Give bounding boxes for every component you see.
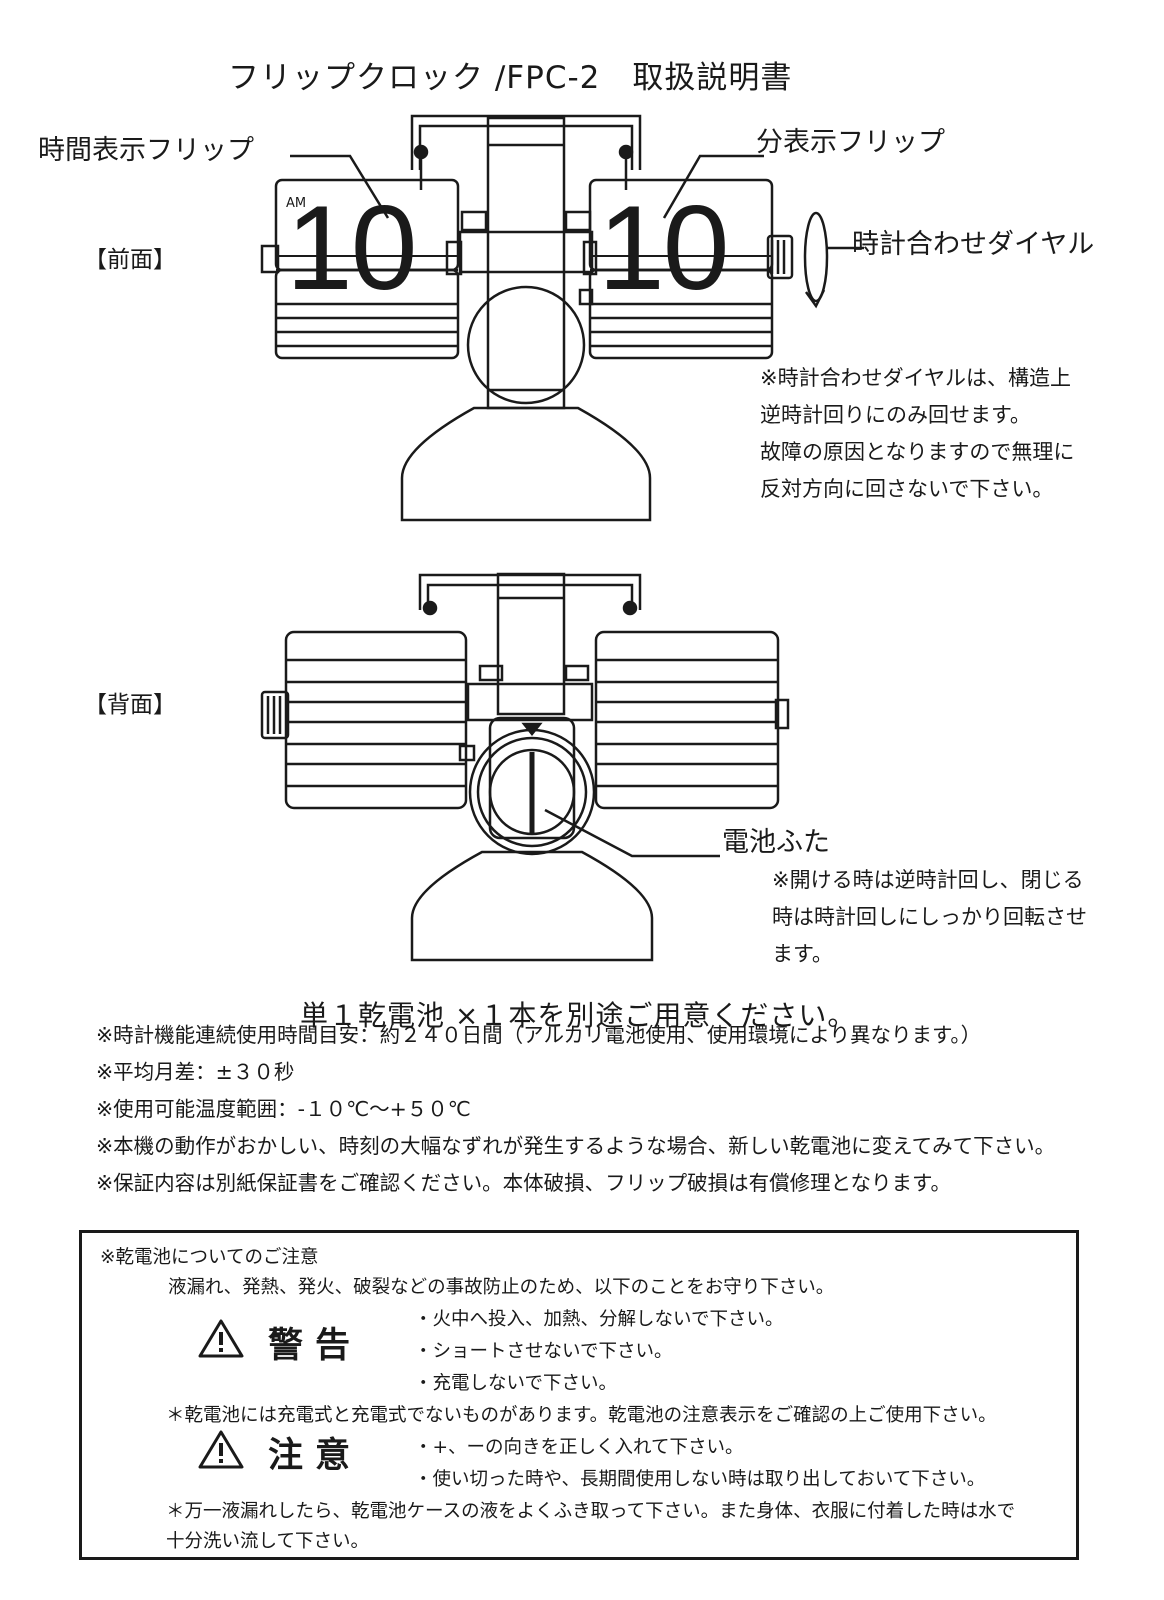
page-title: フリップクロック /FPC-2 取扱説明書 <box>228 60 793 96</box>
battery-requirement: 単１乾電池 ×１本を別途ご用意ください。 <box>300 999 857 1032</box>
hour-flip-digits: 10 <box>286 181 417 315</box>
spec-line: ※保証内容は別紙保証書をご確認ください。本体破損、フリップ破損は有償修理となりま… <box>96 1171 952 1195</box>
spec-line: ※平均月差：±３０秒 <box>96 1060 295 1084</box>
warning-item: ・火中へ投入、加熱、分解しないで下さい。 <box>414 1309 784 1330</box>
hour-flip-label: 時間表示フリップ <box>38 135 254 166</box>
am-indicator: AM <box>286 196 307 211</box>
warning-triangle-icon <box>198 1319 244 1358</box>
warning-item: ・充電しないで下さい。 <box>414 1373 617 1394</box>
spec-line: ※使用可能温度範囲：-１０℃～+５０℃ <box>96 1097 471 1121</box>
spec-line: ※時計機能連続使用時間目安：約２４０日間（アルカリ電池使用、使用環境により異なり… <box>96 1023 982 1047</box>
front-note-line: 反対方向に回さないで下さい。 <box>760 477 1054 501</box>
battery-cover-note: ※開ける時は逆時計回し、閉じる 時は時計回しにしっかり回転させ ます。 <box>772 862 1087 973</box>
caution-item: ・+、ーの向きを正しく入れて下さい。 <box>414 1437 744 1458</box>
front-note-line: ※時計合わせダイヤルは、構造上 <box>760 366 1071 390</box>
battery-caution-box: ※乾電池についてのご注意 液漏れ、発熱、発火、破裂などの事故防止のため、以下のこ… <box>79 1230 1079 1560</box>
dial-label: 時計合わせダイヤル <box>852 229 1095 260</box>
minute-flip-label: 分表示フリップ <box>756 127 945 158</box>
back-note-line: 時は時計回しにしっかり回転させ <box>772 905 1087 929</box>
caution-box-intro: 液漏れ、発熱、発火、破裂などの事故防止のため、以下のことをお守り下さい。 <box>168 1277 835 1298</box>
front-note-line: 逆時計回りにのみ回せます。 <box>760 403 1031 427</box>
caution-footer-line: 十分洗い流して下さい。 <box>166 1531 369 1552</box>
caution-label: 注意 <box>268 1436 363 1476</box>
back-note-line: ます。 <box>772 942 833 966</box>
back-note-line: ※開ける時は逆時計回し、閉じる <box>772 868 1084 892</box>
caution-triangle-icon <box>198 1430 244 1469</box>
front-section-label: 【前面】 <box>84 247 176 273</box>
warning-label: 警告 <box>268 1326 363 1366</box>
battery-cover-label: 電池ふた <box>722 827 830 858</box>
caution-box-heading: ※乾電池についてのご注意 <box>100 1247 319 1268</box>
spec-line: ※本機の動作がおかしい、時刻の大幅なずれが発生するような場合、新しい乾電池に変え… <box>96 1134 1056 1158</box>
caution-item: ・使い切った時や、長期間使用しない時は取り出しておいて下さい。 <box>414 1469 986 1490</box>
warning-item: ・ショートさせないで下さい。 <box>414 1341 673 1362</box>
caution-footer-line: ＊万一液漏れしたら、乾電池ケースの液をよくふき取って下さい。また身体、衣服に付着… <box>166 1501 1016 1522</box>
back-clock-illustration <box>260 572 790 962</box>
minute-flip-digits: 10 <box>598 181 729 315</box>
back-section-label: 【背面】 <box>84 692 176 718</box>
warning-note: ＊乾電池には充電式と充電式でないものがあります。乾電池の注意表示をご確認の上ご使… <box>166 1405 997 1426</box>
front-clock-illustration <box>260 114 864 522</box>
front-dial-note: ※時計合わせダイヤルは、構造上 逆時計回りにのみ回せます。 故障の原因となります… <box>760 360 1074 508</box>
front-note-line: 故障の原因となりますので無理に <box>760 440 1075 464</box>
